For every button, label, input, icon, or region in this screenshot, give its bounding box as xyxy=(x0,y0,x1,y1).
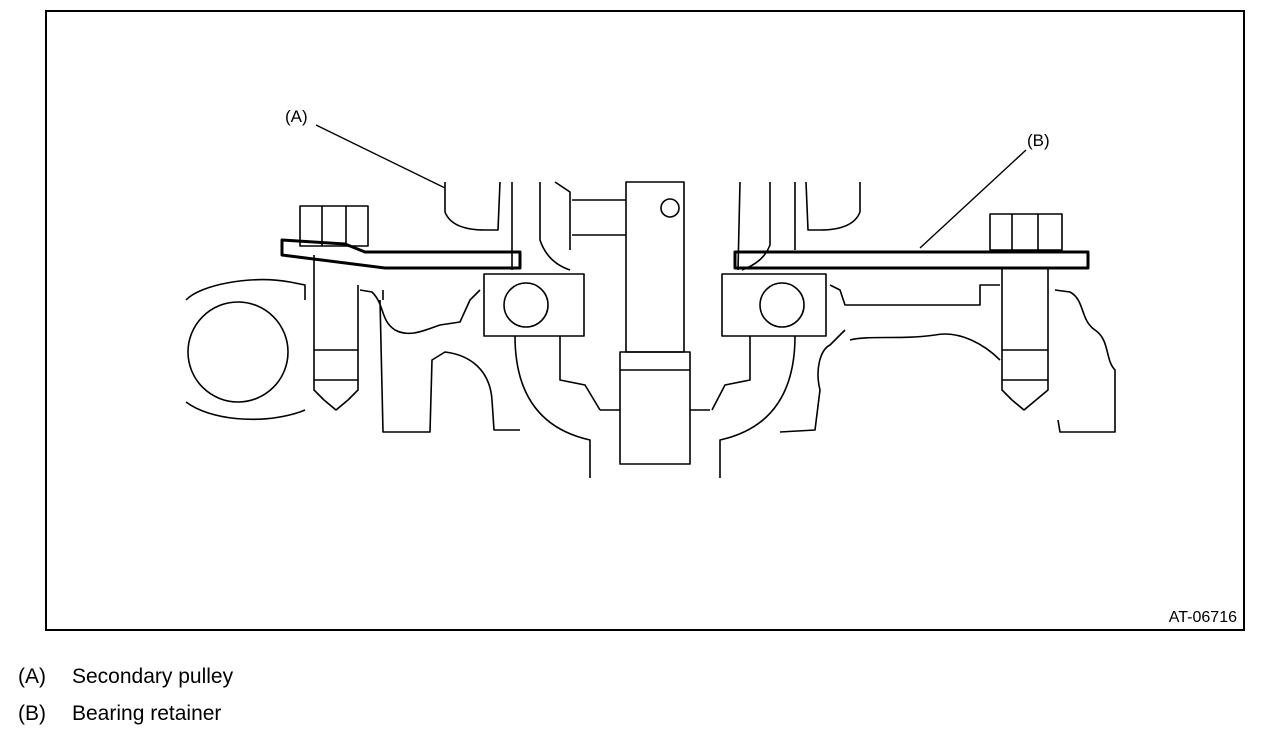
bearing-right-housing xyxy=(721,273,827,337)
legend-label: Secondary pulley xyxy=(72,665,234,688)
housing-hole xyxy=(187,301,289,403)
legend-item: (B) Bearing retainer xyxy=(18,703,221,724)
housing-right xyxy=(779,284,1116,433)
callout-a: (A) xyxy=(285,107,308,126)
bearing-left-ball xyxy=(503,282,549,328)
legend-key: (B) xyxy=(18,702,46,725)
shaft xyxy=(625,181,685,353)
bolt-left-shank xyxy=(313,255,359,411)
figure-id: AT-06716 xyxy=(1168,609,1237,626)
legend-item: (A) Secondary pulley xyxy=(18,666,233,687)
bearing-retainer xyxy=(280,238,1090,270)
bolt-left-head xyxy=(299,205,369,247)
legend-label: Bearing retainer xyxy=(72,702,222,725)
figure-frame xyxy=(45,10,1245,631)
bearing-left-housing xyxy=(483,273,585,337)
pulley-right-flange xyxy=(737,181,861,271)
pulley-left-flange xyxy=(444,181,571,271)
legend-key: (A) xyxy=(18,665,46,688)
housing-left xyxy=(185,278,520,433)
bolt-right-head xyxy=(989,213,1063,251)
callout-a-leader xyxy=(315,124,446,189)
bearing-right-ball xyxy=(759,282,805,328)
bolt-right-shank xyxy=(1001,268,1049,411)
callout-b: (B) xyxy=(1027,131,1050,150)
callout-b-leader xyxy=(919,149,1027,249)
shaft-end xyxy=(619,351,691,465)
